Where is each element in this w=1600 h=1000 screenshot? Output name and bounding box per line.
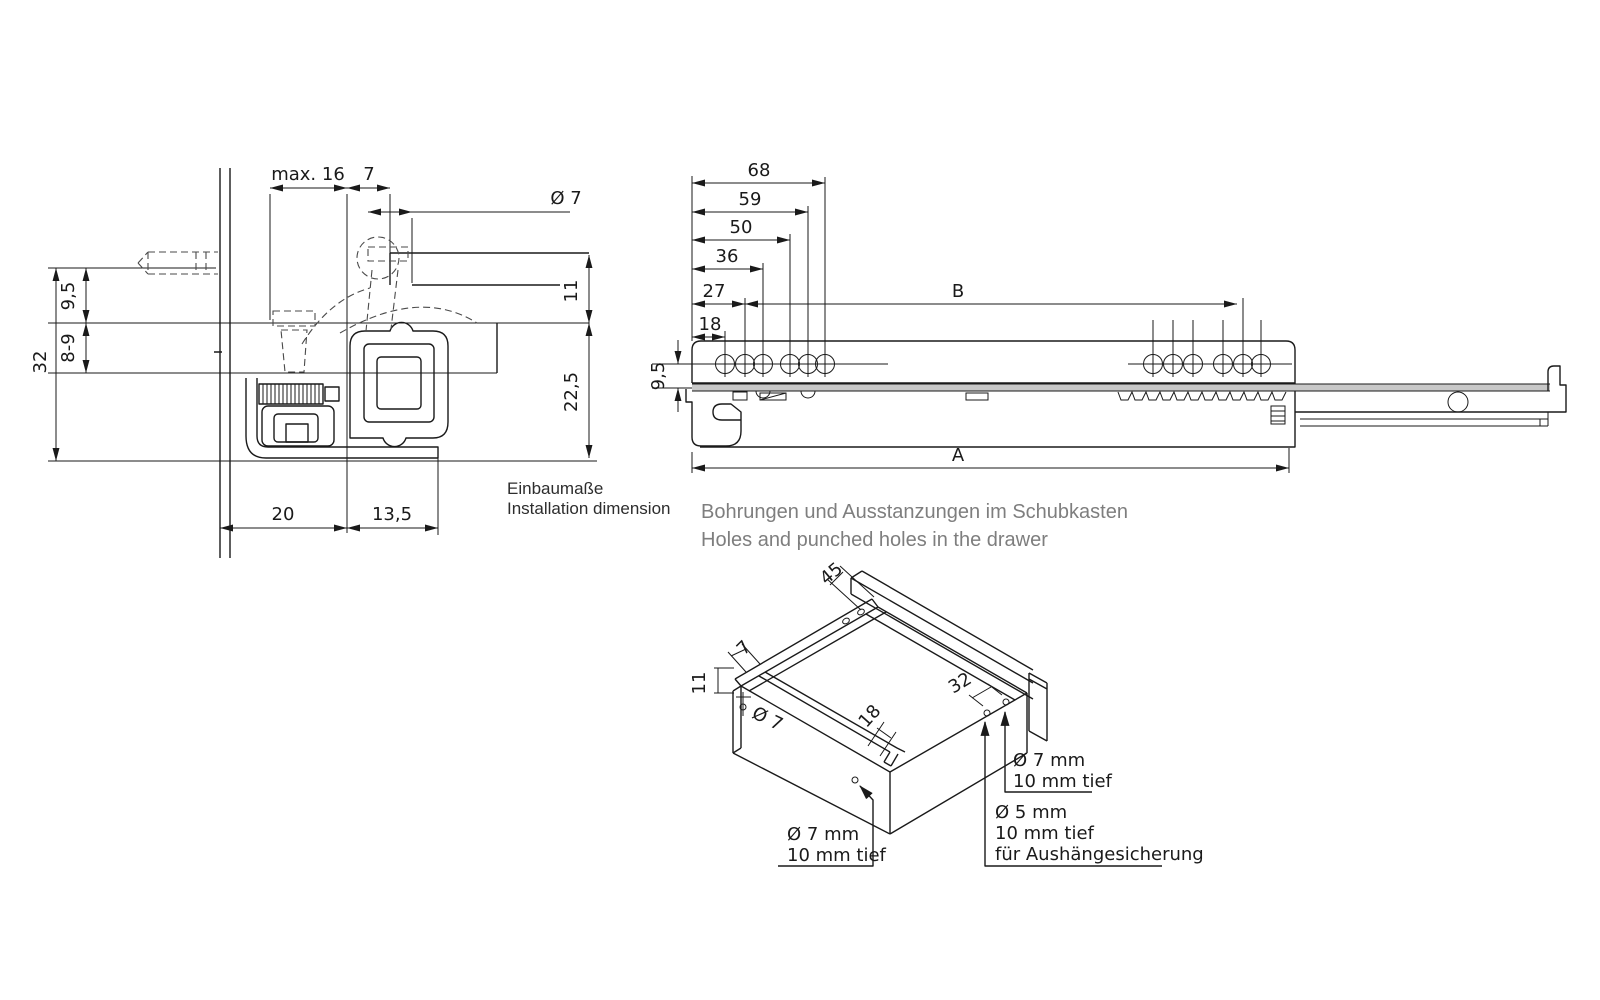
callout-front: Ø 7 mm 10 mm tief	[778, 785, 887, 867]
section-view: max. 16 7 Ø 7 32 9,5 8-9 11 22,5 20 13,5…	[30, 164, 670, 558]
dim-36: 36	[716, 246, 739, 267]
euro-screw-dashed	[137, 251, 218, 275]
back-hole-front	[842, 617, 850, 625]
dim-A: A	[952, 445, 965, 466]
dim-45-iso: 45	[816, 558, 847, 589]
dim-9-5: 9,5	[58, 282, 79, 311]
iso-heading-de: Bohrungen und Ausstanzungen im Schubkast…	[701, 501, 1128, 523]
dim-dia7: Ø 7	[550, 188, 581, 209]
iso-heading-en: Holes and punched holes in the drawer	[701, 529, 1048, 551]
dim-11: 11	[561, 280, 582, 303]
dim-8-9: 8-9	[58, 333, 79, 362]
mounting-holes-rear-group	[1143, 354, 1271, 374]
dim-50: 50	[730, 217, 753, 238]
callout-safety-line1: Ø 5 mm	[995, 802, 1067, 823]
side-view: 68 59 50 36 27 18 B A 9,5	[648, 160, 1567, 473]
cabinet-side-panel	[214, 168, 231, 558]
callout-right: Ø 7 mm 10 mm tief	[1000, 710, 1113, 793]
extended-inner-rail	[1270, 365, 1567, 427]
reference-lines	[48, 194, 597, 535]
mounting-holes-front-group	[715, 354, 835, 374]
dim-9-5-side: 9,5	[648, 362, 669, 391]
dim-18: 18	[699, 314, 722, 335]
rail-serration	[1117, 390, 1287, 401]
drawer-rail-profile	[349, 321, 449, 448]
dim-13-5: 13,5	[372, 504, 412, 525]
rack-teeth	[258, 383, 340, 405]
rear-fix-hole	[1002, 698, 1010, 706]
callout-right-line1: Ø 7 mm	[1013, 750, 1085, 771]
cabinet-rail-profile	[245, 378, 439, 459]
drawer-right-face	[889, 693, 1028, 835]
callout-right-line2: 10 mm tief	[1013, 771, 1113, 792]
section-dimensions: max. 16 7 Ø 7 32 9,5 8-9 11 22,5 20 13,5	[30, 164, 593, 532]
cabinet-rail-side	[691, 340, 1296, 448]
dim-68: 68	[748, 160, 771, 181]
dim-max16: max. 16	[271, 164, 345, 185]
back-rail	[850, 570, 1048, 742]
drawer-rail-band	[692, 384, 1550, 391]
callout-safety-line2: 10 mm tief	[995, 823, 1095, 844]
release-hole	[1447, 391, 1469, 413]
dim-59: 59	[739, 189, 762, 210]
drawer-bottom-slab	[389, 252, 589, 373]
dim-B: B	[952, 281, 964, 302]
dim-dia7-iso: Ø 7	[749, 703, 786, 736]
front-bottom-hole	[851, 776, 859, 784]
drawer-bottom-face	[740, 606, 1028, 773]
left-side-strip	[734, 598, 887, 692]
back-hole-top	[857, 608, 865, 616]
dim-32-iso: 32	[945, 668, 975, 698]
callout-front-line2: 10 mm tief	[787, 845, 887, 866]
rail-detail-tabs	[732, 390, 989, 401]
front-rail-strip	[758, 671, 906, 784]
drawer-iso-view: Bohrungen und Ausstanzungen im Schubkast…	[689, 501, 1204, 867]
front-hook-bracket	[685, 389, 742, 447]
carriage-block	[261, 405, 335, 447]
safety-hole	[983, 709, 991, 717]
release-lever-dashed	[272, 236, 478, 373]
drawer-front-face	[732, 685, 891, 835]
callout-safety-line3: für Aushängesicherung	[995, 844, 1204, 865]
dim-27: 27	[703, 281, 726, 302]
dim-7-iso: 7	[733, 637, 756, 660]
caption-de: Einbaumaße	[507, 479, 603, 498]
callout-safety: Ø 5 mm 10 mm tief für Aushängesicherung	[980, 720, 1204, 867]
dim-7: 7	[363, 164, 374, 185]
dim-20: 20	[272, 504, 295, 525]
dim-32: 32	[30, 351, 51, 374]
callout-front-line1: Ø 7 mm	[787, 824, 859, 845]
dim-22-5: 22,5	[561, 372, 582, 412]
caption-en: Installation dimension	[507, 499, 670, 518]
dim-11-iso: 11	[689, 672, 710, 695]
side-dimensions: 68 59 50 36 27 18 B A 9,5	[648, 160, 1289, 472]
